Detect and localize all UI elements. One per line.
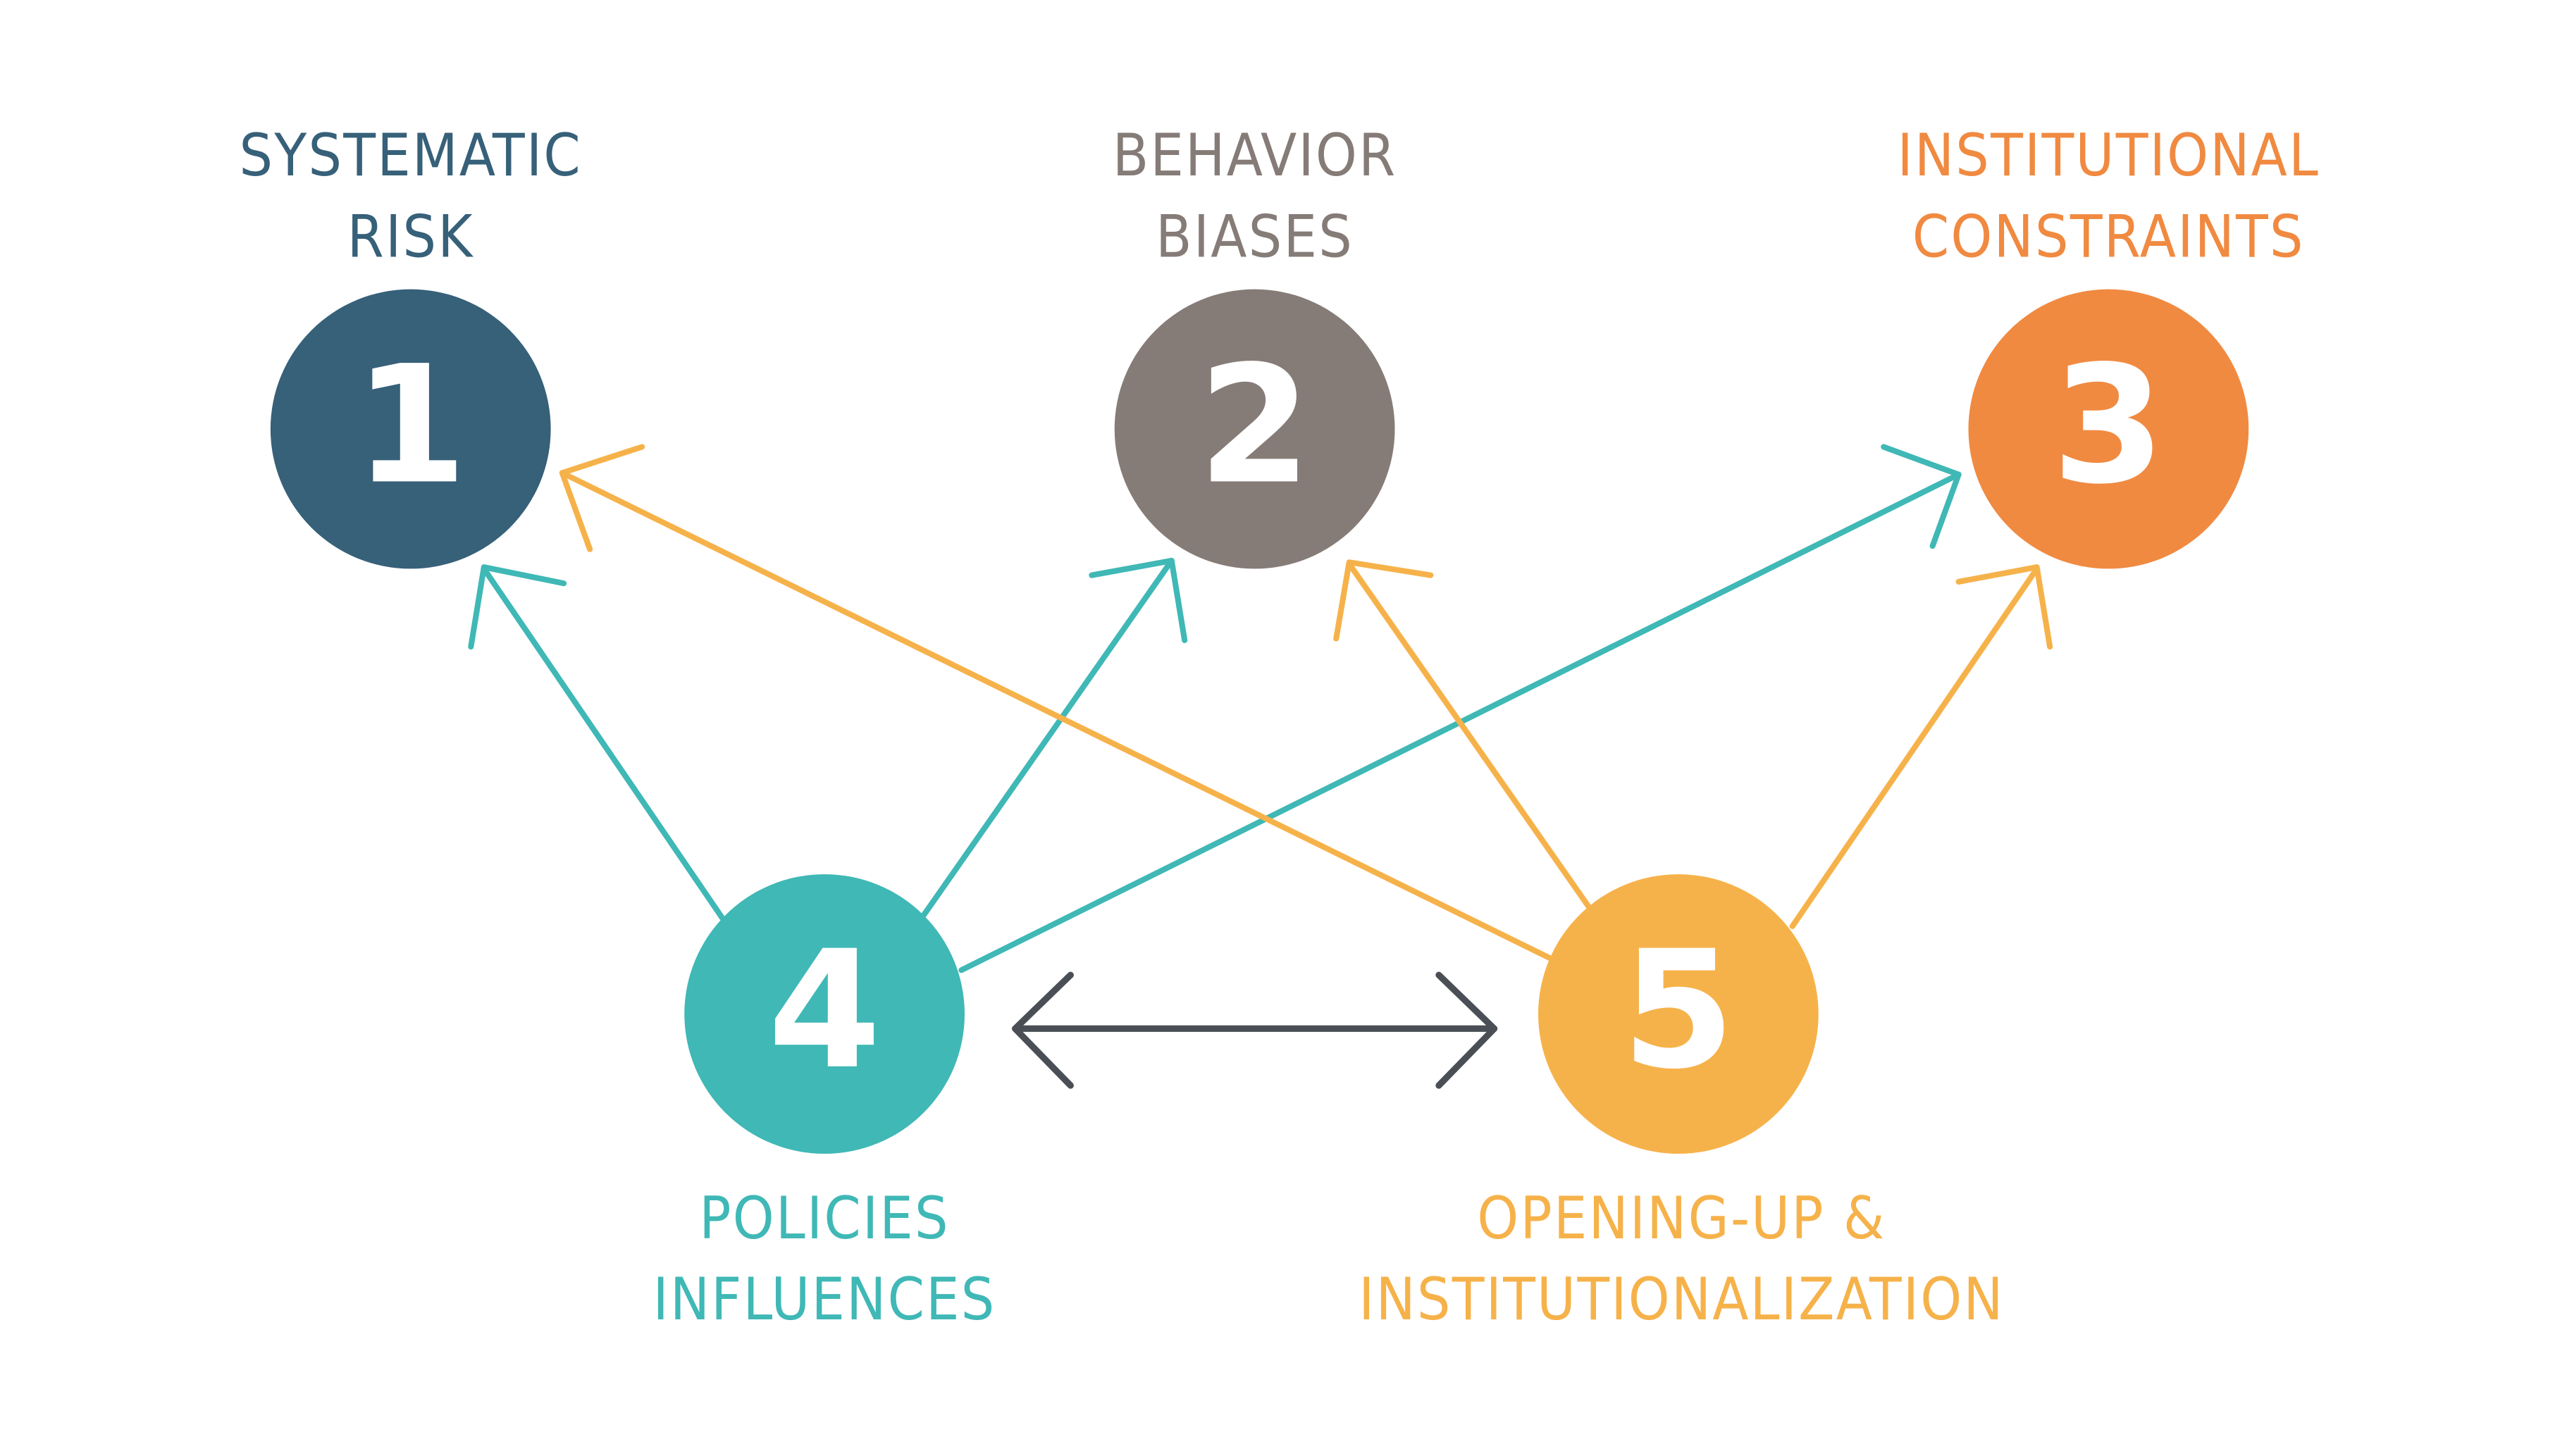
node-2: BEHAVIOR BIASES 2 xyxy=(1113,121,1397,569)
node-2-label-line-2: BIASES xyxy=(1156,203,1354,271)
node-4: 4 POLICIES INFLUENCES xyxy=(653,874,996,1333)
node-2-label-line-1: BEHAVIOR xyxy=(1113,121,1397,189)
node-5-number: 5 xyxy=(1621,916,1735,1105)
arrowhead-icon xyxy=(1089,557,1188,643)
arrowhead-icon xyxy=(1955,564,2053,650)
node-5-label-line-1: OPENING-UP & xyxy=(1477,1184,1886,1252)
edge-4-to-5-bidirectional xyxy=(1012,971,1498,1089)
arrowhead-icon xyxy=(468,564,567,650)
node-1-circle xyxy=(270,289,551,569)
node-1: SYSTEMATIC RISK 1 xyxy=(240,121,582,569)
edge-4-to-3 xyxy=(958,444,1962,973)
node-3-label-line-2: CONSTRAINTS xyxy=(1912,203,2305,271)
edge-5-to-3 xyxy=(1789,564,2053,929)
node-2-circle xyxy=(1114,289,1395,569)
node-3-circle xyxy=(1968,289,2249,569)
node-3-label-line-1: INSTITUTIONAL xyxy=(1898,121,2320,189)
arrowhead-icon xyxy=(1333,559,1434,642)
edge-4-to-1 xyxy=(468,564,726,923)
edge-5-to-2 xyxy=(1333,559,1592,910)
node-5: 5 OPENING-UP & INSTITUTIONALIZATION xyxy=(1359,874,2005,1333)
edge-line xyxy=(1346,561,1592,910)
edge-line xyxy=(481,566,726,923)
node-4-label-line-2: INFLUENCES xyxy=(653,1265,996,1333)
arrowhead-left-icon xyxy=(1012,971,1074,1089)
node-2-number: 2 xyxy=(1198,332,1311,521)
edge-5-to-1 xyxy=(559,444,1554,962)
node-3: INSTITUTIONAL CONSTRAINTS 3 xyxy=(1898,121,2320,569)
edge-4-to-2 xyxy=(921,557,1188,918)
arrowhead-icon xyxy=(559,444,645,552)
edge-line xyxy=(559,470,1554,962)
node-1-label-line-2: RISK xyxy=(347,203,474,271)
node-1-number: 1 xyxy=(354,332,467,521)
node-1-label-line-1: SYSTEMATIC xyxy=(240,121,582,189)
edge-line xyxy=(1789,566,2040,929)
node-3-number: 3 xyxy=(2052,332,2165,521)
node-4-number: 4 xyxy=(768,916,881,1105)
node-4-circle xyxy=(684,874,965,1154)
arrowhead-right-icon xyxy=(1435,971,1498,1089)
arrowhead-icon xyxy=(1881,444,1962,549)
node-5-circle xyxy=(1538,874,1819,1154)
node-4-label-line-1: POLICIES xyxy=(699,1184,950,1252)
edge-line xyxy=(921,557,1175,918)
node-5-label-line-2: INSTITUTIONALIZATION xyxy=(1359,1265,2005,1333)
